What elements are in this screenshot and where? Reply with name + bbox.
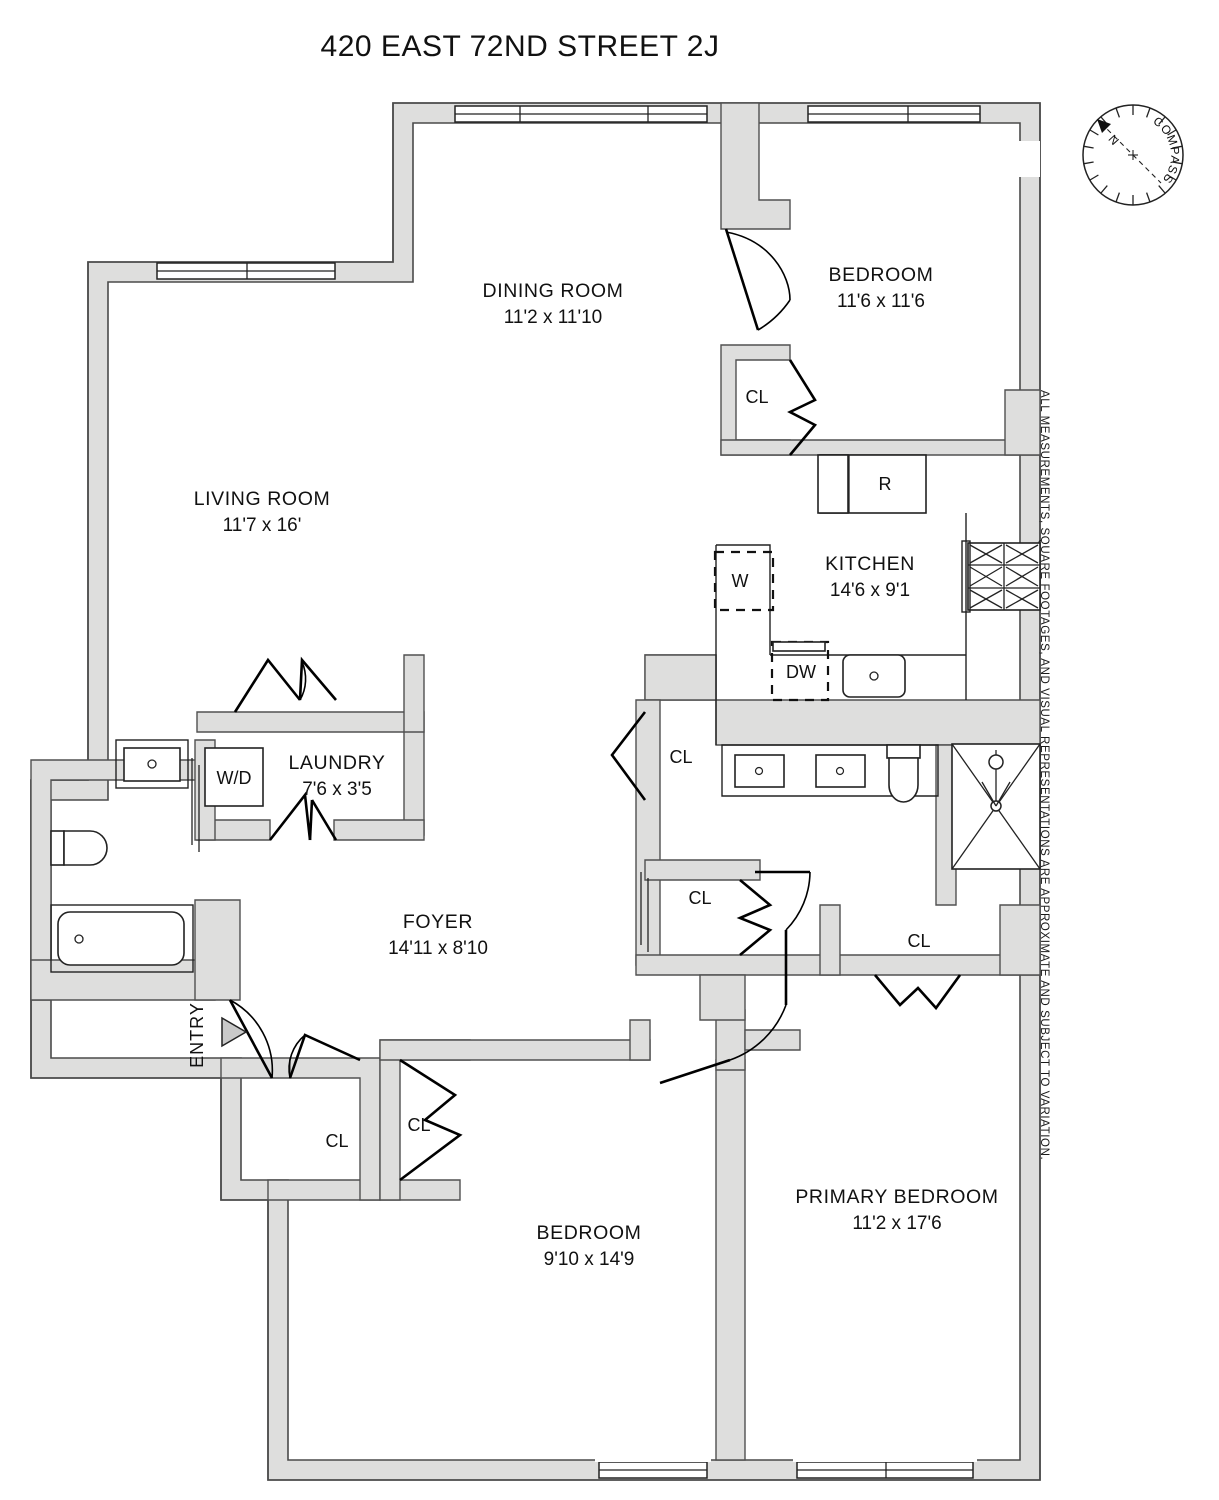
closet-label-hall: CL <box>669 747 692 767</box>
primary-bath-shower-icon <box>951 743 1041 870</box>
entry-marker: ENTRY <box>187 1002 248 1068</box>
room-label-laundry: LAUNDRY <box>288 752 385 774</box>
kitchen-sink-icon <box>842 654 906 698</box>
kitchen-fixtures: R W DW <box>713 454 1041 745</box>
room-label-living-room: LIVING ROOM <box>194 488 331 510</box>
dishwasher-box <box>770 640 830 702</box>
compass-rose: N COMPASS <box>1082 104 1184 206</box>
appliance-label-dishwasher: DW <box>786 662 816 682</box>
room-label-primary-bedroom: PRIMARY BEDROOM <box>795 1186 998 1208</box>
room-dim-living-room: 11'7 x 16' <box>223 515 302 536</box>
door-group <box>228 228 962 1182</box>
room-label-bedroom-3: BEDROOM <box>537 1222 642 1244</box>
entry-label: ENTRY <box>187 1002 207 1068</box>
room-label-foyer: FOYER <box>403 911 473 933</box>
closet-label-primary: CL <box>907 931 930 951</box>
room-dim-bedroom-2: 11'6 x 11'6 <box>837 291 925 312</box>
room-dim-bedroom-3: 9'10 x 14'9 <box>544 1249 635 1270</box>
appliance-label-washer: W <box>732 571 749 591</box>
hall-bath-toilet-icon <box>50 830 108 866</box>
room-dim-kitchen: 14'6 x 9'1 <box>830 580 910 601</box>
closet-label-bedroom2: CL <box>745 387 768 407</box>
hall-bath-sink-icon <box>115 739 189 789</box>
washer-box <box>713 550 775 612</box>
room-label-kitchen: KITCHEN <box>825 553 915 575</box>
room-label-bedroom-2: BEDROOM <box>829 264 934 286</box>
appliance-label-washer-dryer: W/D <box>217 768 252 788</box>
primary-bath-fixtures <box>721 743 1041 870</box>
room-label-dining-room: DINING ROOM <box>483 280 624 302</box>
hall-bath-fixtures <box>50 739 194 973</box>
primary-bath-sink-right-icon <box>815 754 866 788</box>
door-jamb-group <box>191 758 649 952</box>
closet-label-bath: CL <box>688 888 711 908</box>
window-group-bottom <box>595 1443 977 1479</box>
window-group-top <box>433 105 1040 177</box>
room-dim-foyer: 14'11 x 8'10 <box>388 938 488 959</box>
hall-bath-tub-icon <box>50 904 194 973</box>
room-dim-dining-room: 11'2 x 11'10 <box>504 307 602 328</box>
appliance-label-refrigerator: R <box>879 474 892 494</box>
compass-north-arrow <box>1097 119 1111 133</box>
room-labels: DINING ROOM 11'2 x 11'10 BEDROOM 11'6 x … <box>194 264 998 1270</box>
primary-bath-toilet-icon <box>886 744 921 803</box>
laundry-fixtures: W/D <box>204 747 264 807</box>
primary-bath-sink-left-icon <box>734 754 785 788</box>
window-group-livingroom-north <box>140 262 362 331</box>
closet-label-foyer-2: CL <box>407 1115 430 1135</box>
kitchen-range-icon <box>961 540 1041 613</box>
disclaimer-text: ALL MEASUREMENTS, SQUARE FOOTAGES, AND V… <box>1038 390 1050 1161</box>
closet-label-foyer-1: CL <box>325 1131 348 1151</box>
room-dim-laundry: 7'6 x 3'5 <box>302 779 372 800</box>
room-dim-primary-bedroom: 11'2 x 17'6 <box>852 1213 941 1234</box>
page-title: 420 EAST 72ND STREET 2J <box>320 30 720 63</box>
closet-labels: CL CL CL CL CL CL <box>325 387 930 1151</box>
